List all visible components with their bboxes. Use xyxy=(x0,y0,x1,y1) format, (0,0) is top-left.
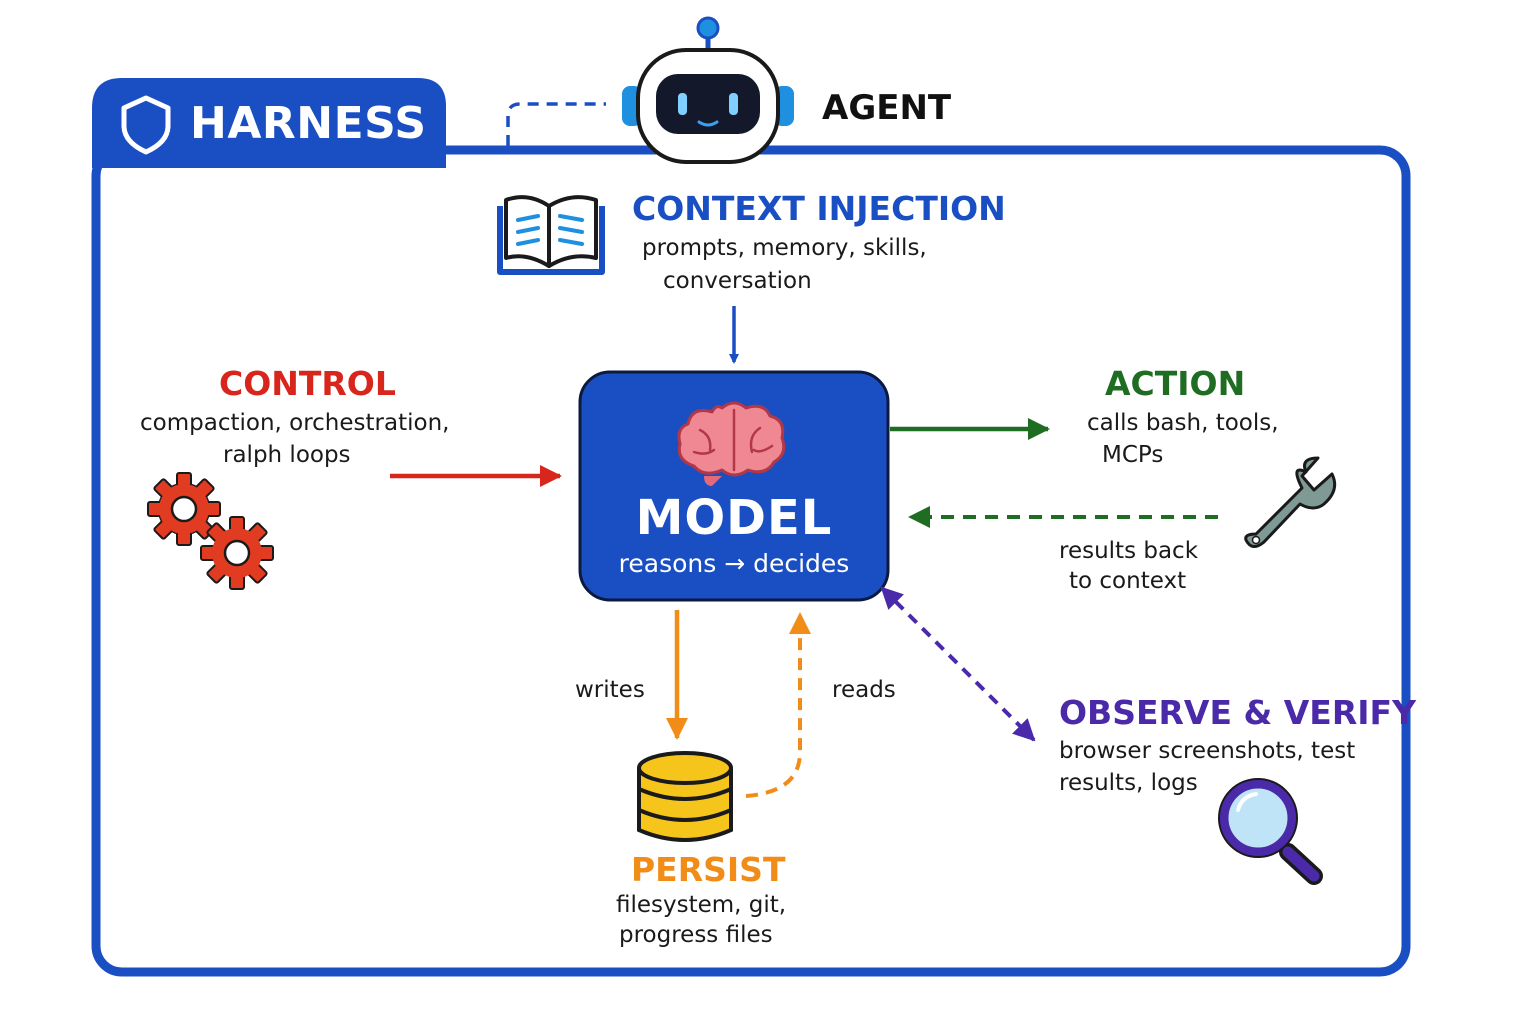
book-icon xyxy=(497,195,605,275)
context-injection-line1: prompts, memory, skills, xyxy=(642,235,927,261)
results-line2: to context xyxy=(1069,568,1187,594)
action-title: ACTION xyxy=(1105,364,1246,403)
model-title: MODEL xyxy=(635,490,833,546)
control-title: CONTROL xyxy=(219,364,396,403)
persist-title: PERSIST xyxy=(631,850,786,889)
control-line1: compaction, orchestration, xyxy=(140,410,450,436)
harness-title: HARNESS xyxy=(190,98,427,149)
observe-line1: browser screenshots, test xyxy=(1059,738,1356,764)
action-line2: MCPs xyxy=(1102,442,1164,468)
database-icon xyxy=(637,751,733,842)
model-box xyxy=(578,370,890,602)
gears-icon xyxy=(147,472,274,590)
results-line1: results back xyxy=(1059,538,1199,564)
context-injection-line2: conversation xyxy=(663,268,812,294)
shield-icon xyxy=(121,95,171,155)
robot-icon xyxy=(622,16,794,164)
agent-connector xyxy=(506,102,606,146)
observe-line2: results, logs xyxy=(1059,770,1198,796)
model-subtitle: reasons → decides xyxy=(618,549,850,578)
brain-icon xyxy=(677,401,786,486)
observe-title: OBSERVE & VERIFY xyxy=(1059,693,1416,732)
wrench-icon xyxy=(1244,456,1337,548)
agent-title: AGENT xyxy=(822,88,952,128)
reads-arrow xyxy=(745,612,811,798)
action-line1: calls bash, tools, xyxy=(1087,410,1279,436)
reads-label: reads xyxy=(832,677,896,703)
observe-arrow xyxy=(880,586,1036,742)
control-line2: ralph loops xyxy=(223,442,351,468)
writes-label: writes xyxy=(575,677,645,703)
persist-line2: progress files xyxy=(619,922,773,948)
persist-line1: filesystem, git, xyxy=(616,892,787,918)
magnifier-icon xyxy=(1218,778,1323,885)
context-injection-title: CONTEXT INJECTION xyxy=(632,189,1006,228)
